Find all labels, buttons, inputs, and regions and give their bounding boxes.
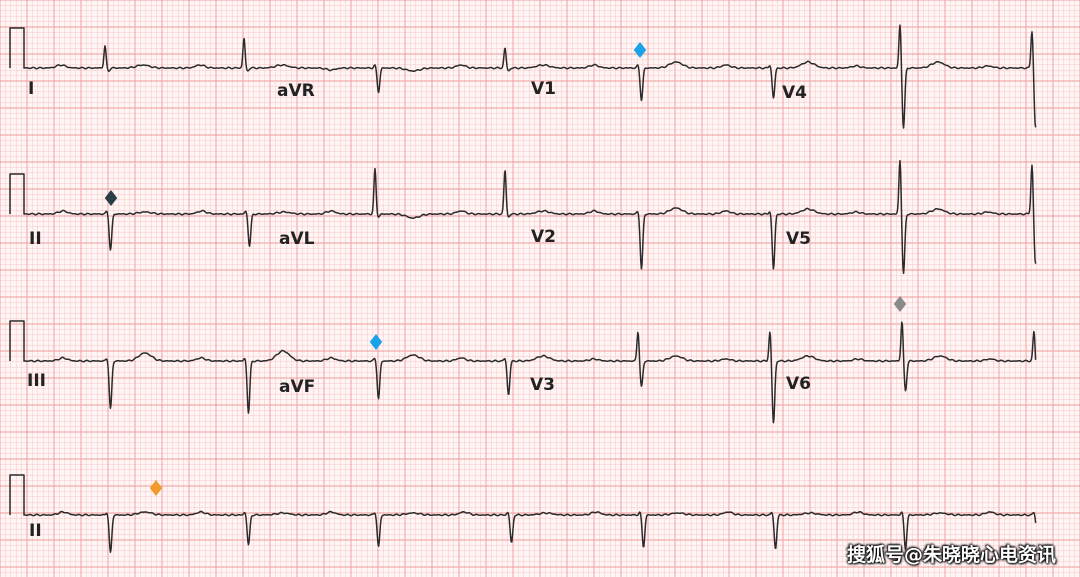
lead-label-iii: III [27, 371, 46, 391]
trace-row-2 [9, 159, 1037, 275]
trace-row-4 [9, 474, 1037, 553]
lead-label-v3: V3 [530, 375, 555, 395]
marker-diamond-v6 [893, 296, 907, 312]
marker-diamond-avf [369, 334, 383, 350]
trace-row-3 [9, 320, 1037, 424]
marker-diamond-v1 [633, 42, 647, 58]
lead-label-ii: II [29, 229, 42, 249]
lead-label-i: I [28, 79, 35, 99]
lead-label-avf: aVF [279, 377, 316, 397]
watermark-text: 搜狐号@朱晓晓心电资讯 [846, 544, 1056, 566]
beat-markers [104, 42, 907, 496]
lead-label-rhythm-ii: II [29, 521, 42, 541]
lead-label-v6: V6 [786, 374, 811, 394]
lead-label-v5: V5 [786, 229, 811, 249]
marker-diamond-rhythm [149, 480, 163, 496]
trace-row-1 [9, 24, 1037, 129]
marker-diamond-ii [104, 190, 118, 206]
lead-label-avr: aVR [277, 81, 315, 101]
lead-label-v1: V1 [531, 79, 556, 99]
lead-label-avl: aVL [279, 229, 315, 249]
lead-label-v2: V2 [531, 227, 556, 247]
ecg-traces [9, 24, 1037, 553]
lead-label-v4: V4 [782, 83, 807, 103]
